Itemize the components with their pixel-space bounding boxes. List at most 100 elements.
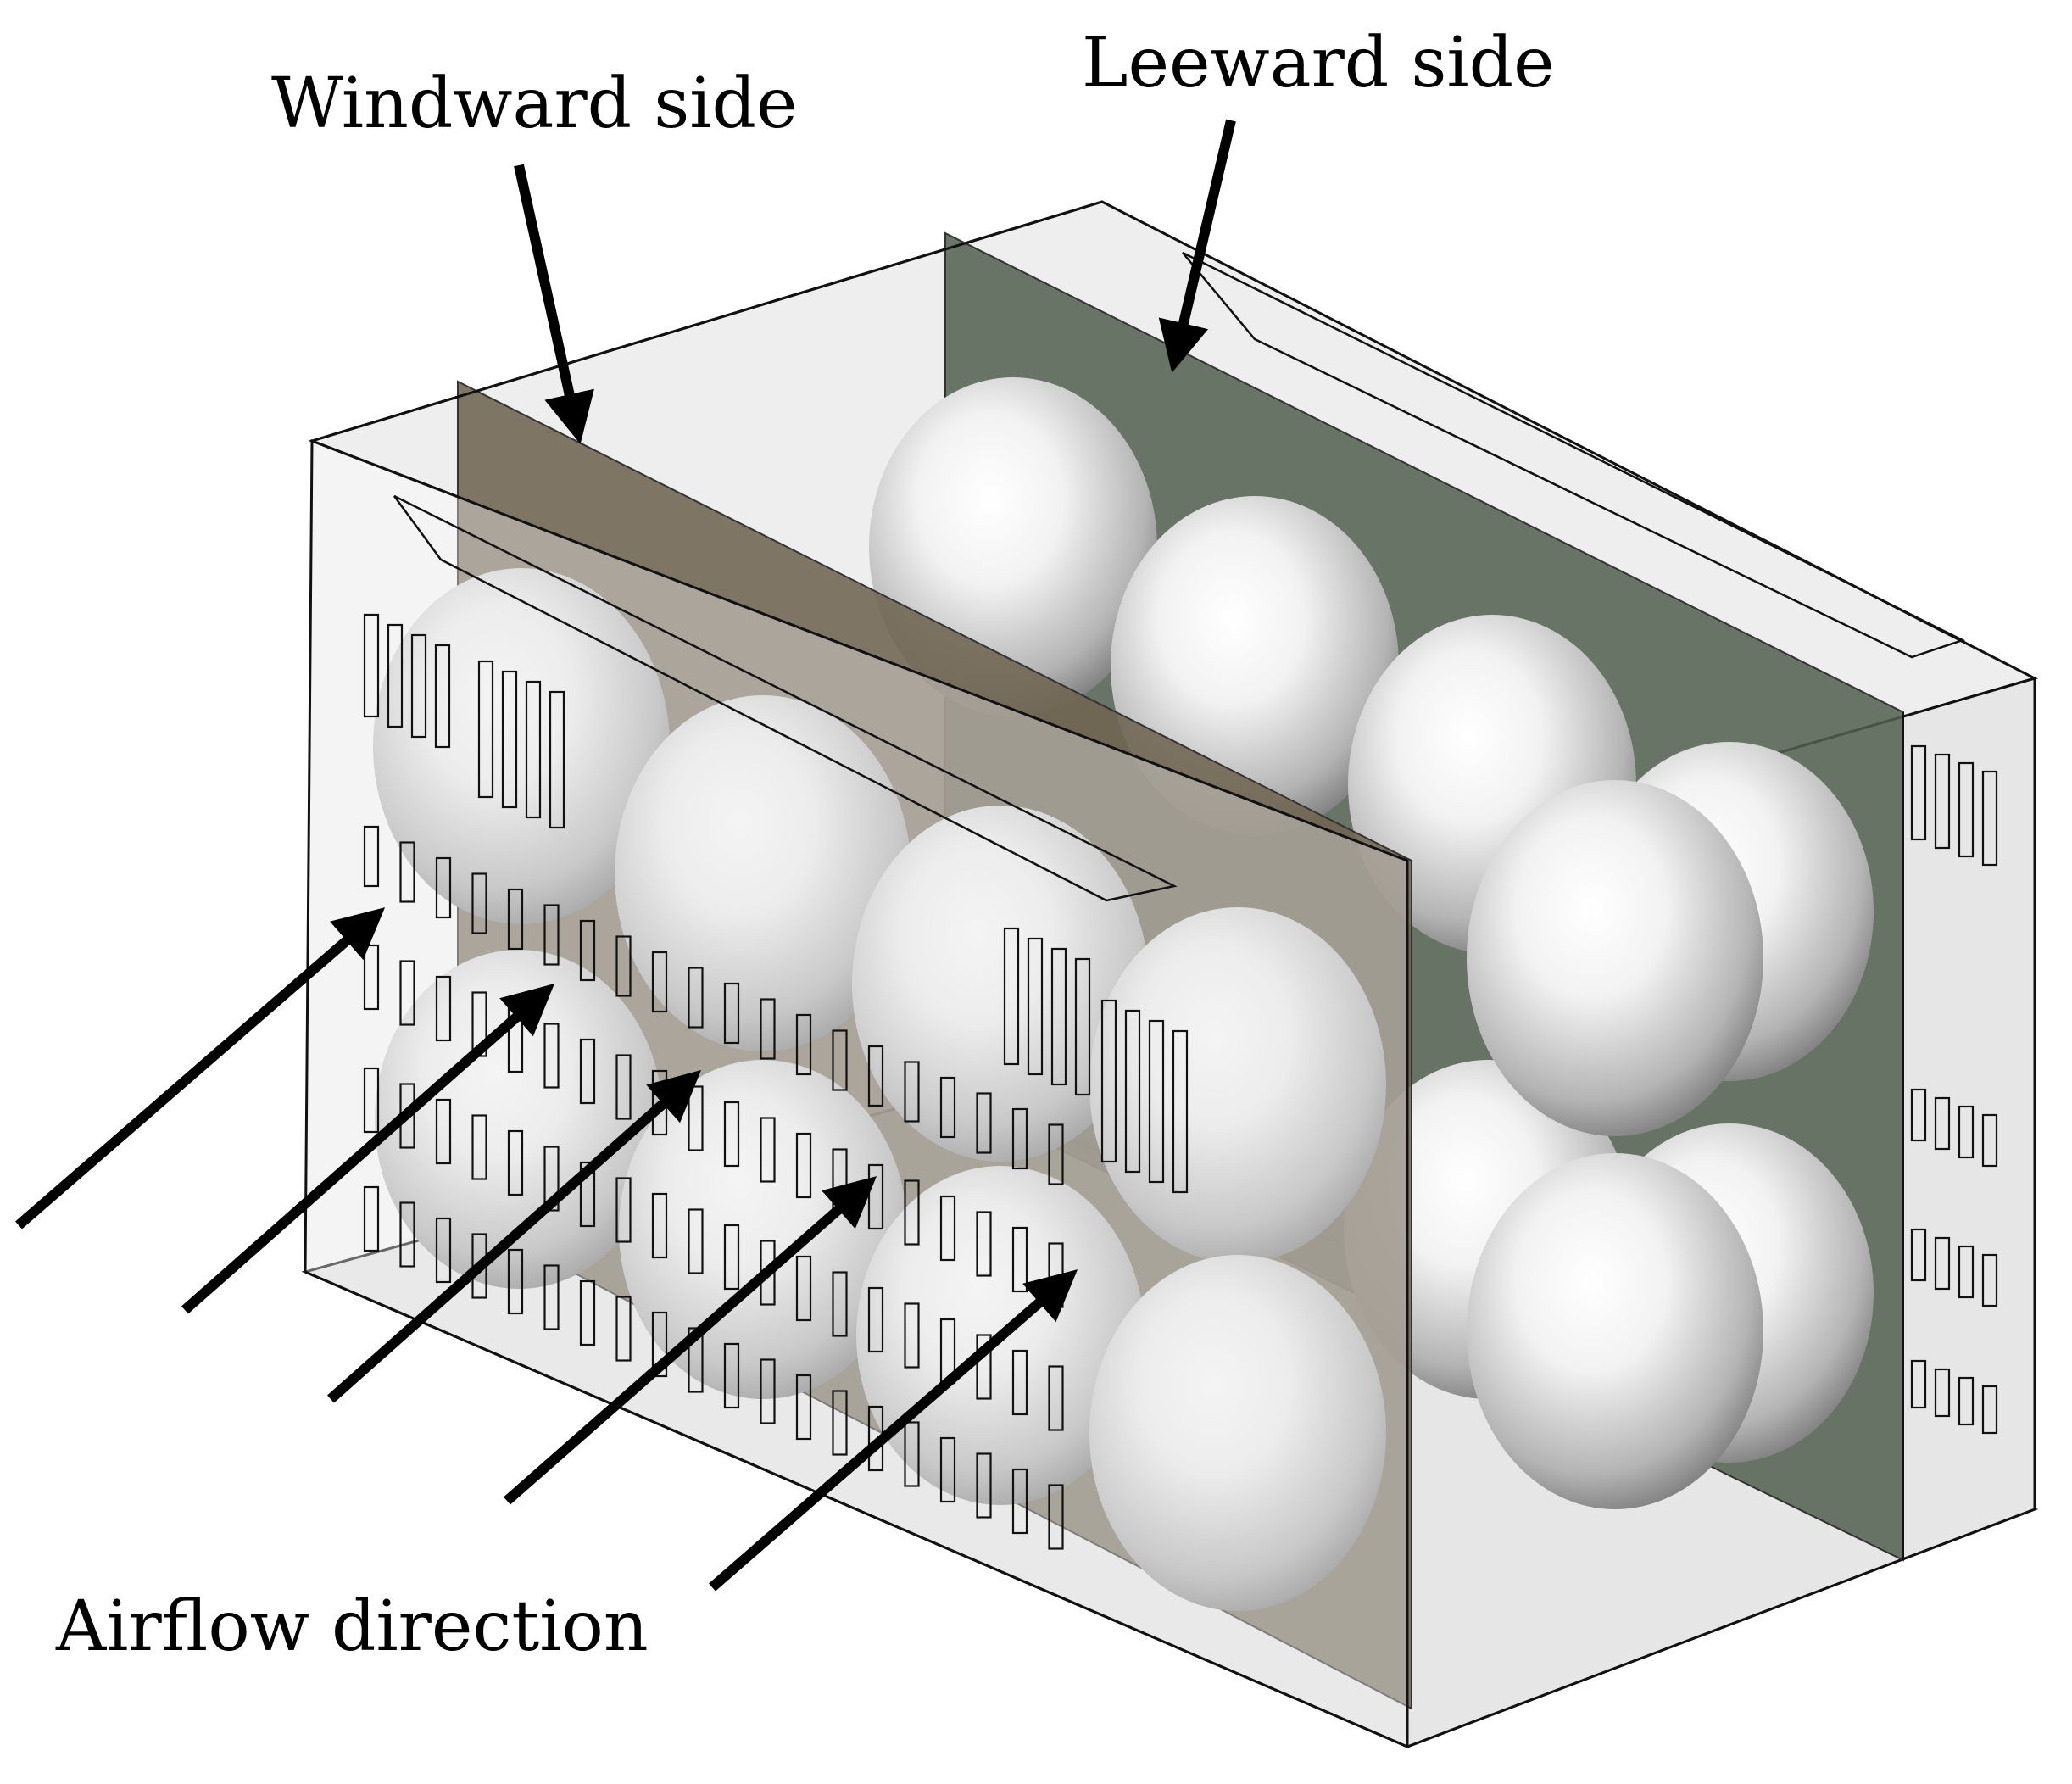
vent-slot <box>579 919 596 982</box>
vent-slot <box>1074 957 1091 1096</box>
vent-slot <box>1124 1009 1141 1174</box>
sphere <box>375 950 663 1289</box>
vent-slot <box>549 690 565 829</box>
vent-slot <box>435 856 452 919</box>
vent-slot <box>723 1342 740 1409</box>
vent-slot <box>1958 761 1975 858</box>
vent-slot <box>904 1302 920 1369</box>
leeward-pointer-arrow <box>1158 119 1236 373</box>
vent-slot <box>939 1195 956 1262</box>
vent-slot <box>1910 1088 1927 1142</box>
vent-slot <box>795 1374 812 1441</box>
vent-slot <box>1048 1365 1064 1431</box>
vent-slot <box>435 1098 452 1165</box>
vent-slot <box>387 623 404 728</box>
sphere <box>619 1060 907 1399</box>
vent-slot <box>615 1177 632 1243</box>
vent-slot <box>1910 1228 1927 1282</box>
vent-slot <box>1048 1123 1064 1185</box>
sphere <box>373 568 670 924</box>
vent-slot <box>1048 1484 1064 1550</box>
vent-slot <box>832 1390 848 1456</box>
vent-slot <box>688 1208 704 1274</box>
vent-slot <box>760 998 776 1060</box>
vent-slot <box>976 1334 992 1400</box>
vent-slot <box>363 825 380 888</box>
vent-slot <box>832 1029 848 1091</box>
top-slot-front <box>393 494 1178 902</box>
vent-slot <box>471 1114 487 1180</box>
sphere <box>615 695 911 1051</box>
vent-slot <box>1958 1376 1975 1426</box>
vent-slot <box>904 1179 920 1246</box>
vent-slot <box>525 680 542 819</box>
vent-slot <box>1910 744 1927 841</box>
airflow-arrow <box>181 984 554 1314</box>
airflow-direction-label: Airflow direction <box>56 1586 649 1667</box>
vent-slot <box>507 1129 524 1196</box>
vent-slot <box>1958 1105 1975 1159</box>
vent-slot <box>651 1311 668 1378</box>
vent-slot <box>1934 753 1951 850</box>
windward-side-label: Windward side <box>271 64 798 144</box>
windward-pointer-arrow <box>514 164 594 444</box>
vent-slot <box>543 1146 560 1212</box>
vent-slot <box>832 1271 848 1337</box>
vent-slot <box>471 872 487 934</box>
vent-slot <box>543 1264 560 1330</box>
sphere <box>852 806 1149 1162</box>
vent-slot <box>1027 937 1044 1076</box>
spheres-front-layer <box>373 568 1763 1611</box>
vent-slot <box>579 1279 596 1346</box>
airflow-arrow <box>504 1176 877 1505</box>
vent-slot <box>723 1101 740 1168</box>
vent-slot <box>410 633 427 739</box>
vent-slot <box>1910 1359 1927 1409</box>
vent-slot <box>579 1038 596 1105</box>
vent-slot <box>867 1286 884 1353</box>
vent-slot <box>651 1192 668 1259</box>
vent-slot <box>688 1327 704 1393</box>
sphere <box>1467 780 1763 1136</box>
vent-slot <box>1100 999 1117 1163</box>
vent-slot <box>688 967 704 1029</box>
vent-slot <box>501 670 518 809</box>
airflow-arrow <box>327 1070 701 1403</box>
vent-slot <box>760 1117 776 1183</box>
vent-slot <box>1934 1236 1951 1291</box>
top-edge-front <box>311 200 1103 443</box>
vent-slot <box>1011 1226 1028 1293</box>
vent-slot <box>976 1092 992 1154</box>
vent-slot <box>1011 1107 1028 1170</box>
vent-slot <box>434 644 451 749</box>
vent-slot <box>723 1224 740 1291</box>
top-slot-back <box>1182 251 1966 659</box>
vent-slot <box>477 660 494 799</box>
vent-slot <box>939 1076 956 1139</box>
vent-slot <box>904 1421 920 1487</box>
vent-slot <box>795 1255 812 1322</box>
vent-slot <box>615 1054 632 1120</box>
vent-slot <box>615 1296 632 1362</box>
vent-slot <box>867 1045 884 1107</box>
vent-slot <box>795 1132 812 1199</box>
vent-slot <box>615 935 632 997</box>
vent-slot <box>507 1248 524 1315</box>
vent-slot <box>1981 1385 1998 1435</box>
vent-slot <box>1934 1368 1951 1418</box>
vent-slot <box>435 975 452 1042</box>
vent-slot <box>904 1061 920 1123</box>
vent-slot <box>363 1067 380 1134</box>
vent-slot <box>543 904 560 966</box>
vent-slot <box>1934 1096 1951 1151</box>
vent-holes <box>363 613 1998 1550</box>
vent-slot <box>795 1013 812 1076</box>
vent-slot <box>399 1201 415 1268</box>
vent-slot <box>1011 1349 1028 1416</box>
vent-slot <box>1011 1468 1028 1535</box>
vent-slot <box>1172 1029 1189 1194</box>
vent-slot <box>1148 1019 1165 1184</box>
vent-slot <box>1981 1253 1998 1307</box>
vent-slot <box>579 1161 596 1228</box>
